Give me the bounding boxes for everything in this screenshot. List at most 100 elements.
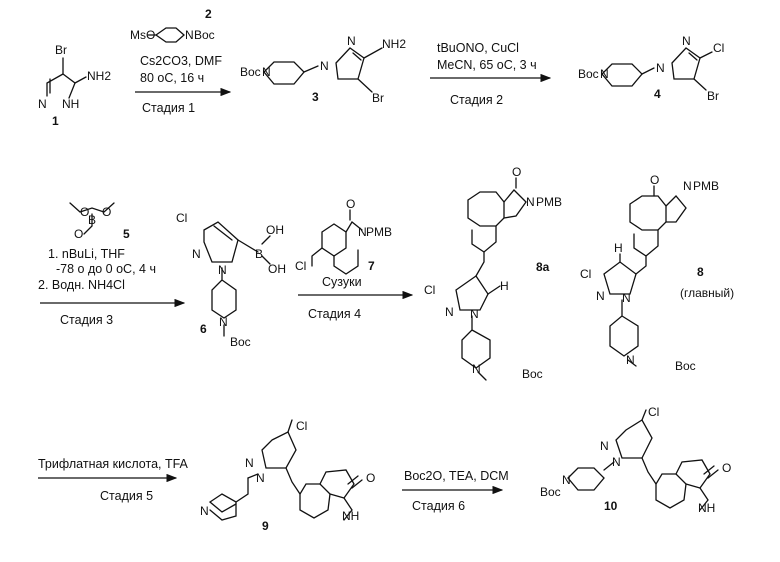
stage-label: Стадия 2 [450, 93, 503, 107]
atom-label-n-pmb: N [526, 195, 535, 209]
atom-label-boc: Boc [194, 28, 215, 42]
atom-label-h: H [614, 241, 623, 255]
reaction-step-1: MsO N Boc 2 Cs2CO3, DMF 80 oC, 16 ч Стад… [130, 7, 230, 115]
atom-label-n2: N [682, 34, 691, 48]
atom-label-n2: N [218, 263, 227, 277]
compound-number: 8 [697, 265, 704, 279]
atom-label-o: O [650, 173, 659, 187]
atom-label-o: O [346, 197, 355, 211]
atom-label-n-pip: N [600, 67, 609, 81]
compound-3: Boc N N N NH2 Br 3 [240, 34, 406, 105]
atom-label-o3: O [74, 227, 83, 241]
atom-label-n2: N [347, 34, 356, 48]
atom-label-cl: Cl [713, 41, 724, 55]
atom-label-n1: N [245, 456, 254, 470]
atom-label-cl: Cl [176, 211, 187, 225]
reagent-line-2: -78 о до 0 oC, 4 ч [56, 262, 156, 276]
atom-label-o: O [722, 461, 731, 475]
reagent-line-1: Cs2CO3, DMF [140, 54, 222, 68]
atom-label-boc: Boc [240, 65, 261, 79]
compound-note: (главный) [680, 286, 734, 300]
atom-label-o: O [366, 471, 375, 485]
atom-label-b: B [88, 213, 96, 227]
reagent-line-1: 1. nBuLi, THF [48, 247, 125, 261]
reagent-line-2: MeCN, 65 oC, 3 ч [437, 58, 537, 72]
compound-number: 7 [368, 259, 375, 273]
atom-label-n-pip: N [262, 65, 271, 79]
atom-label-n1: N [656, 61, 665, 75]
atom-label-boc: Boc [578, 67, 599, 81]
atom-label-mso: MsO [130, 28, 155, 42]
compound-10: Cl N N Boc N O NH 10 [540, 405, 731, 515]
atom-label-boc: Boc [675, 359, 696, 373]
reagent-line-1: Boc2O, TEA, DCM [404, 469, 509, 483]
atom-label-pmb: PMB [693, 179, 719, 193]
atom-label-boc: Boc [230, 335, 251, 349]
atom-label-n1: N [320, 59, 329, 73]
atom-label-boc: Boc [522, 367, 543, 381]
reaction-step-6: Boc2O, TEA, DCM Стадия 6 [402, 469, 509, 513]
atom-label-cl: Cl [295, 259, 306, 273]
compound-number: 4 [654, 87, 661, 101]
atom-label-br: Br [55, 43, 67, 57]
atom-label-boc: Boc [540, 485, 561, 499]
atom-label-nh: NH [698, 501, 715, 515]
atom-label-nh: NH [62, 97, 79, 111]
atom-label-n2: N [622, 291, 631, 305]
atom-label-cl: Cl [296, 419, 307, 433]
reaction-step-4: O N PMB Cl 7 Сузуки Стадия 4 [295, 197, 412, 321]
compound-number: 6 [200, 322, 207, 336]
atom-label-br: Br [372, 91, 384, 105]
compound-6: Cl N N B OH OH N Boc 6 [176, 211, 286, 349]
reagent-line-1: Сузуки [322, 275, 362, 289]
compound-8: O N PMB H Cl N N N Boc 8 (главный) [580, 173, 734, 373]
compound-number: 10 [604, 499, 618, 513]
atom-label-cl: Cl [648, 405, 659, 419]
stage-label: Стадия 4 [308, 307, 361, 321]
atom-label-n2: N [470, 307, 479, 321]
atom-label-h: H [500, 279, 509, 293]
reagent-line-2: 80 oC, 16 ч [140, 71, 204, 85]
atom-label-n1: N [445, 305, 454, 319]
atom-label-n1: N [192, 247, 201, 261]
reagent-line-1: tBuONO, CuCl [437, 41, 519, 55]
atom-label-cl: Cl [424, 283, 435, 297]
atom-label-nh2: NH2 [87, 69, 111, 83]
atom-label-n1: N [600, 439, 609, 453]
atom-label-pmb: PMB [536, 195, 562, 209]
compound-8a: O N PMB Cl H N N N Boc 8a [424, 165, 562, 381]
atom-label-o: O [512, 165, 521, 179]
compound-4: Boc N N N Cl Br 4 [578, 34, 724, 103]
reaction-step-3: O B O O 5 1. nBuLi, THF -78 о до 0 oC, 4… [38, 203, 184, 327]
compound-1: Br NH2 N NH 1 [38, 43, 111, 128]
atom-label-oh2: OH [268, 262, 286, 276]
atom-label-cl: Cl [580, 267, 591, 281]
stage-label: Стадия 6 [412, 499, 465, 513]
reagent-line-3: 2. Водн. NH4Cl [38, 278, 125, 292]
atom-label-n-pip: N [472, 362, 481, 376]
atom-label-n: N [185, 28, 194, 42]
compound-number: 1 [52, 114, 59, 128]
atom-label-nh2: NH2 [382, 37, 406, 51]
atom-label-n-pip: N [626, 353, 635, 367]
compound-9: Cl N N N O NH 9 [200, 419, 375, 533]
stage-label: Стадия 1 [142, 101, 195, 115]
compound-number: 3 [312, 90, 319, 104]
stage-label: Стадия 3 [60, 313, 113, 327]
compound-number: 8a [536, 260, 550, 274]
atom-label-b: B [255, 247, 263, 261]
atom-label-oh1: OH [266, 223, 284, 237]
compound-number: 2 [205, 7, 212, 21]
atom-label-pmb: PMB [366, 225, 392, 239]
atom-label-n1: N [596, 289, 605, 303]
atom-label-n-pip: N [219, 315, 228, 329]
reagent-line-1: Трифлатная кислота, TFA [38, 457, 189, 471]
atom-label-n: N [38, 97, 47, 111]
atom-label-n-pip: N [562, 473, 571, 487]
stage-label: Стадия 5 [100, 489, 153, 503]
reaction-step-2: tBuONO, CuCl MeCN, 65 oC, 3 ч Стадия 2 [430, 41, 550, 107]
atom-label-br: Br [707, 89, 719, 103]
atom-label-nh-pip: N [200, 504, 209, 518]
reaction-step-5: Трифлатная кислота, TFA Стадия 5 [38, 457, 189, 503]
